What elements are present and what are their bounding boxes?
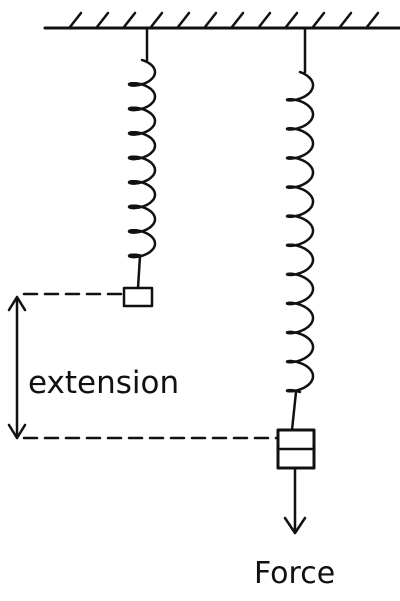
force-arrow (283, 466, 307, 535)
hatch-mark (257, 11, 272, 29)
hatch-mark (68, 11, 83, 29)
hatch-mark (284, 11, 299, 29)
extension-label: extension (28, 365, 179, 401)
hatch-mark (230, 11, 245, 29)
small-mass (122, 286, 154, 308)
hatch-mark (203, 11, 218, 29)
loaded-spring (276, 26, 316, 470)
ceiling-support (43, 11, 400, 30)
extension-double-arrow (7, 295, 27, 440)
hatch-mark (338, 11, 353, 29)
unloaded-spring (122, 26, 157, 308)
hatch-mark (149, 11, 164, 29)
ceiling-hatching (68, 11, 380, 29)
left-spring-tail (136, 254, 142, 290)
hatch-mark (122, 11, 137, 29)
large-mass (276, 428, 316, 470)
left-spring-coil (127, 58, 157, 259)
hatch-mark (311, 11, 326, 29)
force-label: Force (254, 556, 335, 591)
right-spring-tail (290, 390, 298, 432)
hatch-mark (176, 11, 191, 29)
hatch-mark (365, 11, 380, 29)
hatch-mark (95, 11, 110, 29)
right-spring-coil (285, 70, 315, 394)
